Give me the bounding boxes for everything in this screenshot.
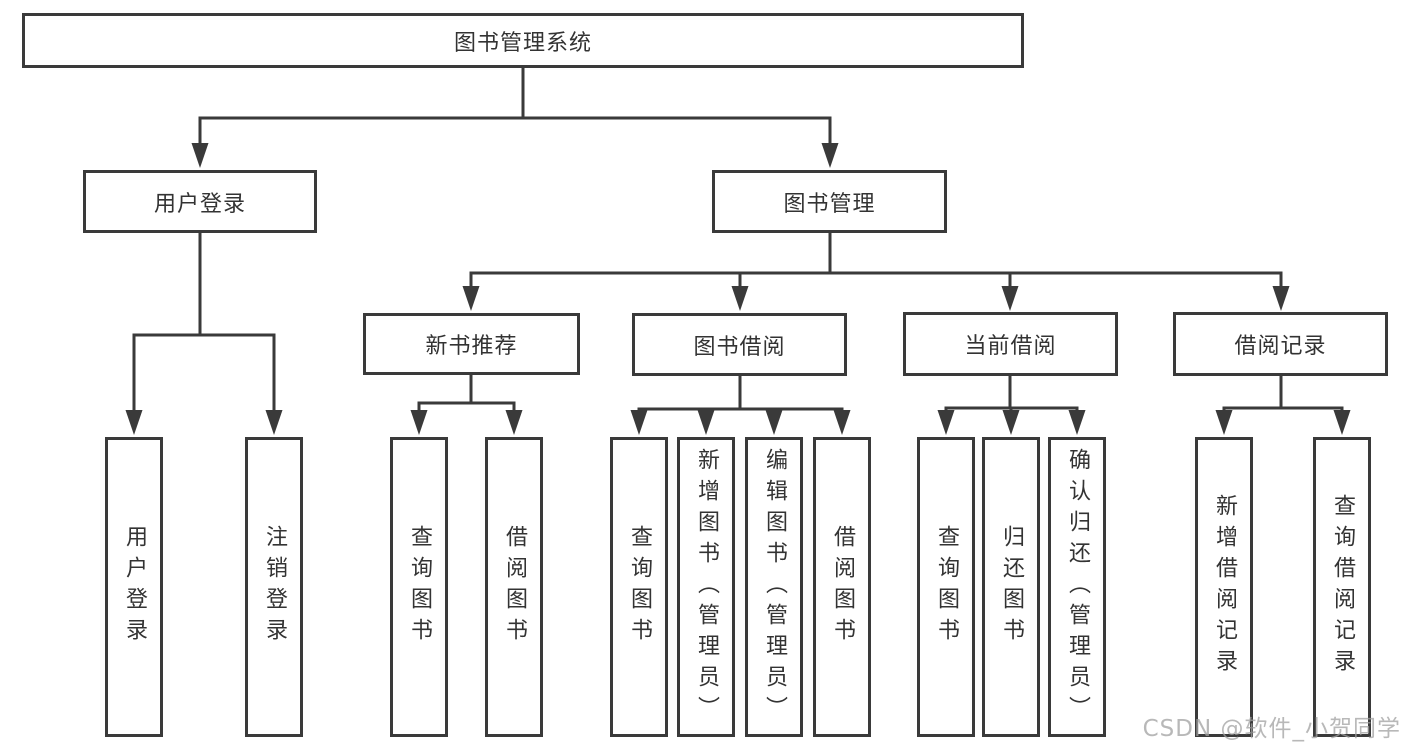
node-root: 图书管理系统: [22, 13, 1024, 68]
leaf-logout: 注销登录: [245, 437, 303, 737]
leaf-borrow-edit-books-admin: 编辑图书（管理员）: [745, 437, 803, 737]
leaf-borrow-query-books: 查询图书: [610, 437, 668, 737]
leaf-newbook-query-books: 查询图书: [390, 437, 448, 737]
leaf-newbook-borrow-books: 借阅图书: [485, 437, 543, 737]
node-borrow-records: 借阅记录: [1173, 312, 1388, 376]
leaf-borrow-add-books-admin: 新增图书（管理员）: [677, 437, 735, 737]
node-new-book-recommend: 新书推荐: [363, 313, 580, 375]
node-book-borrow: 图书借阅: [632, 313, 847, 376]
leaf-records-add-record: 新增借阅记录: [1195, 437, 1253, 737]
node-book-management: 图书管理: [712, 170, 947, 233]
node-current-borrow: 当前借阅: [903, 312, 1118, 376]
leaf-user-login: 用户登录: [105, 437, 163, 737]
leaf-current-confirm-return-admin: 确认归还（管理员）: [1048, 437, 1106, 737]
node-user-login: 用户登录: [83, 170, 317, 233]
leaf-current-query-books: 查询图书: [917, 437, 975, 737]
leaf-current-return-books: 归还图书: [982, 437, 1040, 737]
leaf-records-query-record: 查询借阅记录: [1313, 437, 1371, 737]
leaf-borrow-borrow-books: 借阅图书: [813, 437, 871, 737]
